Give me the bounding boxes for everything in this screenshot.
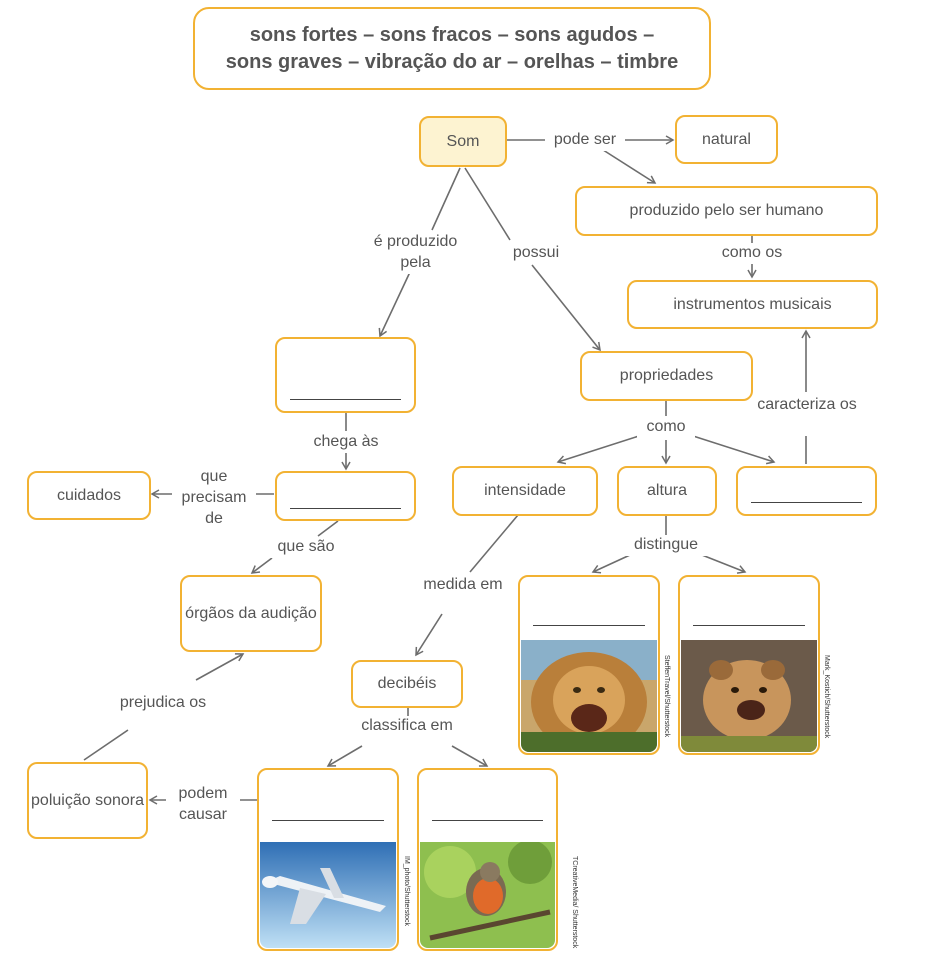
credit-airplane: IM_photo/Shutterstock xyxy=(403,856,410,927)
credit-bird: TCreativeMedia/ Shutterstock xyxy=(571,856,578,949)
node-poluicao: poluição sonora xyxy=(27,762,148,839)
lion-cub-image xyxy=(681,640,817,752)
blank-card-cub[interactable] xyxy=(678,575,820,755)
label-prejudica-os: prejudica os xyxy=(112,693,214,714)
blank-card-lion[interactable] xyxy=(518,575,660,755)
label-e-produzido-pela: é produzido pela xyxy=(368,232,463,274)
label-pode-ser: pode ser xyxy=(545,130,625,151)
credit-lion: SteffenTravel/Shutterstock xyxy=(663,655,670,738)
blank-line xyxy=(693,625,805,626)
blank-card-airplane[interactable] xyxy=(257,768,399,951)
blank-line xyxy=(533,625,645,626)
label-medida-em: medida em xyxy=(418,575,508,596)
label-como: como xyxy=(637,417,695,438)
blank-line xyxy=(290,399,401,400)
word-bank-line-1: sons fortes – sons fracos – sons agudos … xyxy=(249,23,655,46)
airplane-image xyxy=(260,842,396,948)
label-possui: possui xyxy=(505,243,567,264)
node-altura: altura xyxy=(617,466,717,516)
blank-box-2[interactable] xyxy=(275,471,416,521)
blank-card-bird[interactable] xyxy=(417,768,558,951)
node-cuidados: cuidados xyxy=(27,471,151,520)
node-orgaos: órgãos da audição xyxy=(180,575,322,652)
blank-line xyxy=(290,508,401,509)
lion-image xyxy=(521,640,657,752)
blank-line xyxy=(272,820,384,821)
label-que-sao: que são xyxy=(266,537,346,558)
node-instrumentos: instrumentos musicais xyxy=(627,280,878,329)
label-caracteriza-os: caracteriza os xyxy=(756,395,858,416)
label-que-precisam-de: que precisam de xyxy=(172,467,256,530)
word-bank: sons fortes – sons fracos – sons agudos … xyxy=(193,7,711,90)
label-distingue: distingue xyxy=(620,535,712,556)
node-produzido: produzido pelo ser humano xyxy=(575,186,878,236)
blank-line xyxy=(432,820,543,821)
node-decibeis: decibéis xyxy=(351,660,463,708)
label-chega-as: chega às xyxy=(300,432,392,453)
blank-box-1[interactable] xyxy=(275,337,416,413)
node-som: Som xyxy=(419,116,507,167)
node-intensidade: intensidade xyxy=(452,466,598,516)
label-classifica-em: classifica em xyxy=(357,716,457,737)
node-propriedades: propriedades xyxy=(580,351,753,401)
bird-image xyxy=(420,842,555,948)
label-podem-causar: podem causar xyxy=(166,784,240,826)
credit-cub: Mark_Kostich/Shutterstock xyxy=(823,655,830,739)
blank-line xyxy=(751,502,862,503)
node-natural: natural xyxy=(675,115,778,164)
word-bank-line-2: sons graves – vibração do ar – orelhas –… xyxy=(225,50,679,73)
blank-box-3[interactable] xyxy=(736,466,877,516)
label-como-os: como os xyxy=(708,243,796,264)
